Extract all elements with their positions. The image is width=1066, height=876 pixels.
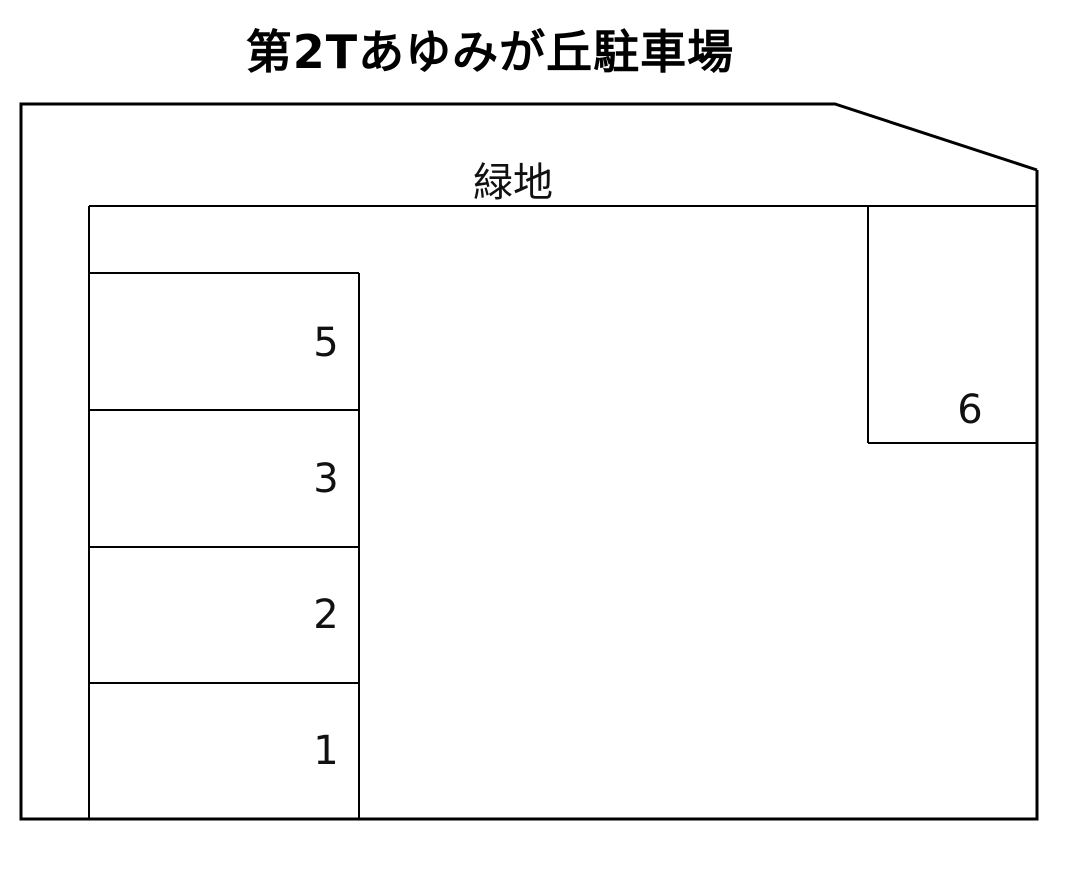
stall-2-label: 2 (313, 592, 339, 638)
stall-6-label: 6 (957, 387, 983, 433)
page-title: 第2Tあゆみが丘駐車場 (245, 25, 735, 79)
stall-1-label: 1 (313, 728, 339, 774)
green-space-label: 緑地 (473, 160, 553, 206)
lot-boundary (19, 102, 1039, 821)
stall-5-label: 5 (313, 320, 339, 366)
stall-3-label: 3 (313, 456, 339, 502)
